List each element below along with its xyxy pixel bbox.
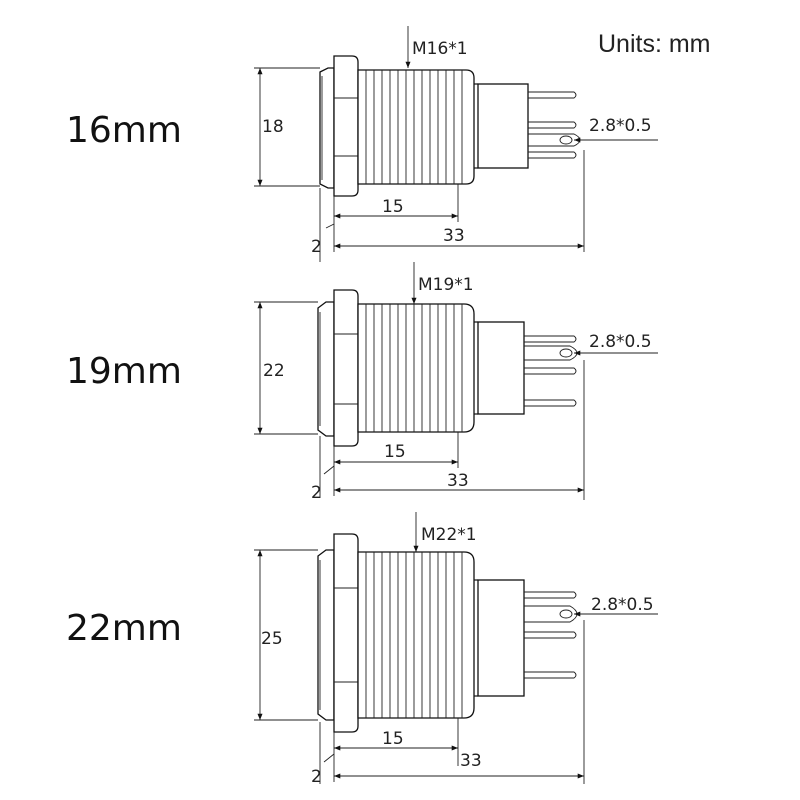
size-label-22mm: 22mm: [66, 608, 182, 649]
terminal-pins: [528, 91, 581, 159]
thread-label: M19*1: [418, 275, 474, 295]
terminal-label: 2.8*0.5: [591, 595, 654, 615]
diameter-label: 25: [261, 629, 283, 649]
thread-label: M22*1: [421, 525, 477, 545]
thread-length-label: 15: [382, 729, 404, 749]
thread-label: M16*1: [412, 39, 468, 59]
bezel-leader: [323, 465, 335, 475]
switch-body-22mm: [317, 533, 578, 733]
bezel-height-label: 2: [311, 483, 322, 503]
bezel-leader: [325, 223, 335, 229]
diameter-label: 18: [262, 117, 284, 137]
total-length-label: 33: [443, 226, 465, 246]
hex-nut: [333, 533, 359, 733]
hex-nut: [333, 289, 359, 447]
thread-lines: [365, 70, 463, 184]
terminal-pins: [524, 335, 578, 407]
switch-housing: [477, 321, 525, 415]
switch-housing: [477, 579, 525, 697]
threaded-barrel: [357, 303, 475, 433]
terminal-label: 2.8*0.5: [589, 116, 652, 136]
switch-body-19mm: [317, 289, 578, 447]
units-label: Units: mm: [598, 30, 711, 58]
threaded-barrel: [357, 69, 475, 185]
size-label-16mm: 16mm: [66, 110, 182, 151]
size-label-19mm: 19mm: [66, 351, 182, 392]
dimensions-16mm: 18 M16*1 15 33 2 2.8*0.5: [254, 26, 658, 262]
switch-body-16mm: [319, 55, 581, 197]
switch-22mm: 22mm: [66, 512, 658, 787]
thread-length-label: 15: [382, 197, 404, 217]
dimensions-19mm: 22 M19*1 15 33 2 2.8*0.5: [254, 262, 658, 503]
switch-16mm: 16mm: [66, 26, 658, 262]
bezel-height-label: 2: [311, 767, 322, 787]
thread-length-label: 15: [384, 442, 406, 462]
total-length-label: 33: [460, 751, 482, 771]
thread-lines: [365, 304, 463, 432]
switch-19mm: 19mm: [66, 262, 658, 503]
thread-lines: [365, 552, 463, 718]
total-length-label: 33: [447, 471, 469, 491]
dimensions-22mm: 25 M22*1 15 33 2 2.8*0.5: [254, 512, 658, 787]
terminal-pins: [524, 591, 578, 679]
threaded-barrel: [357, 551, 475, 719]
bezel-height-label: 2: [311, 237, 322, 257]
diameter-label: 22: [263, 361, 285, 381]
hex-nut: [333, 55, 359, 197]
bezel-leader: [323, 753, 335, 763]
switch-housing: [477, 83, 529, 169]
terminal-label: 2.8*0.5: [589, 332, 652, 352]
